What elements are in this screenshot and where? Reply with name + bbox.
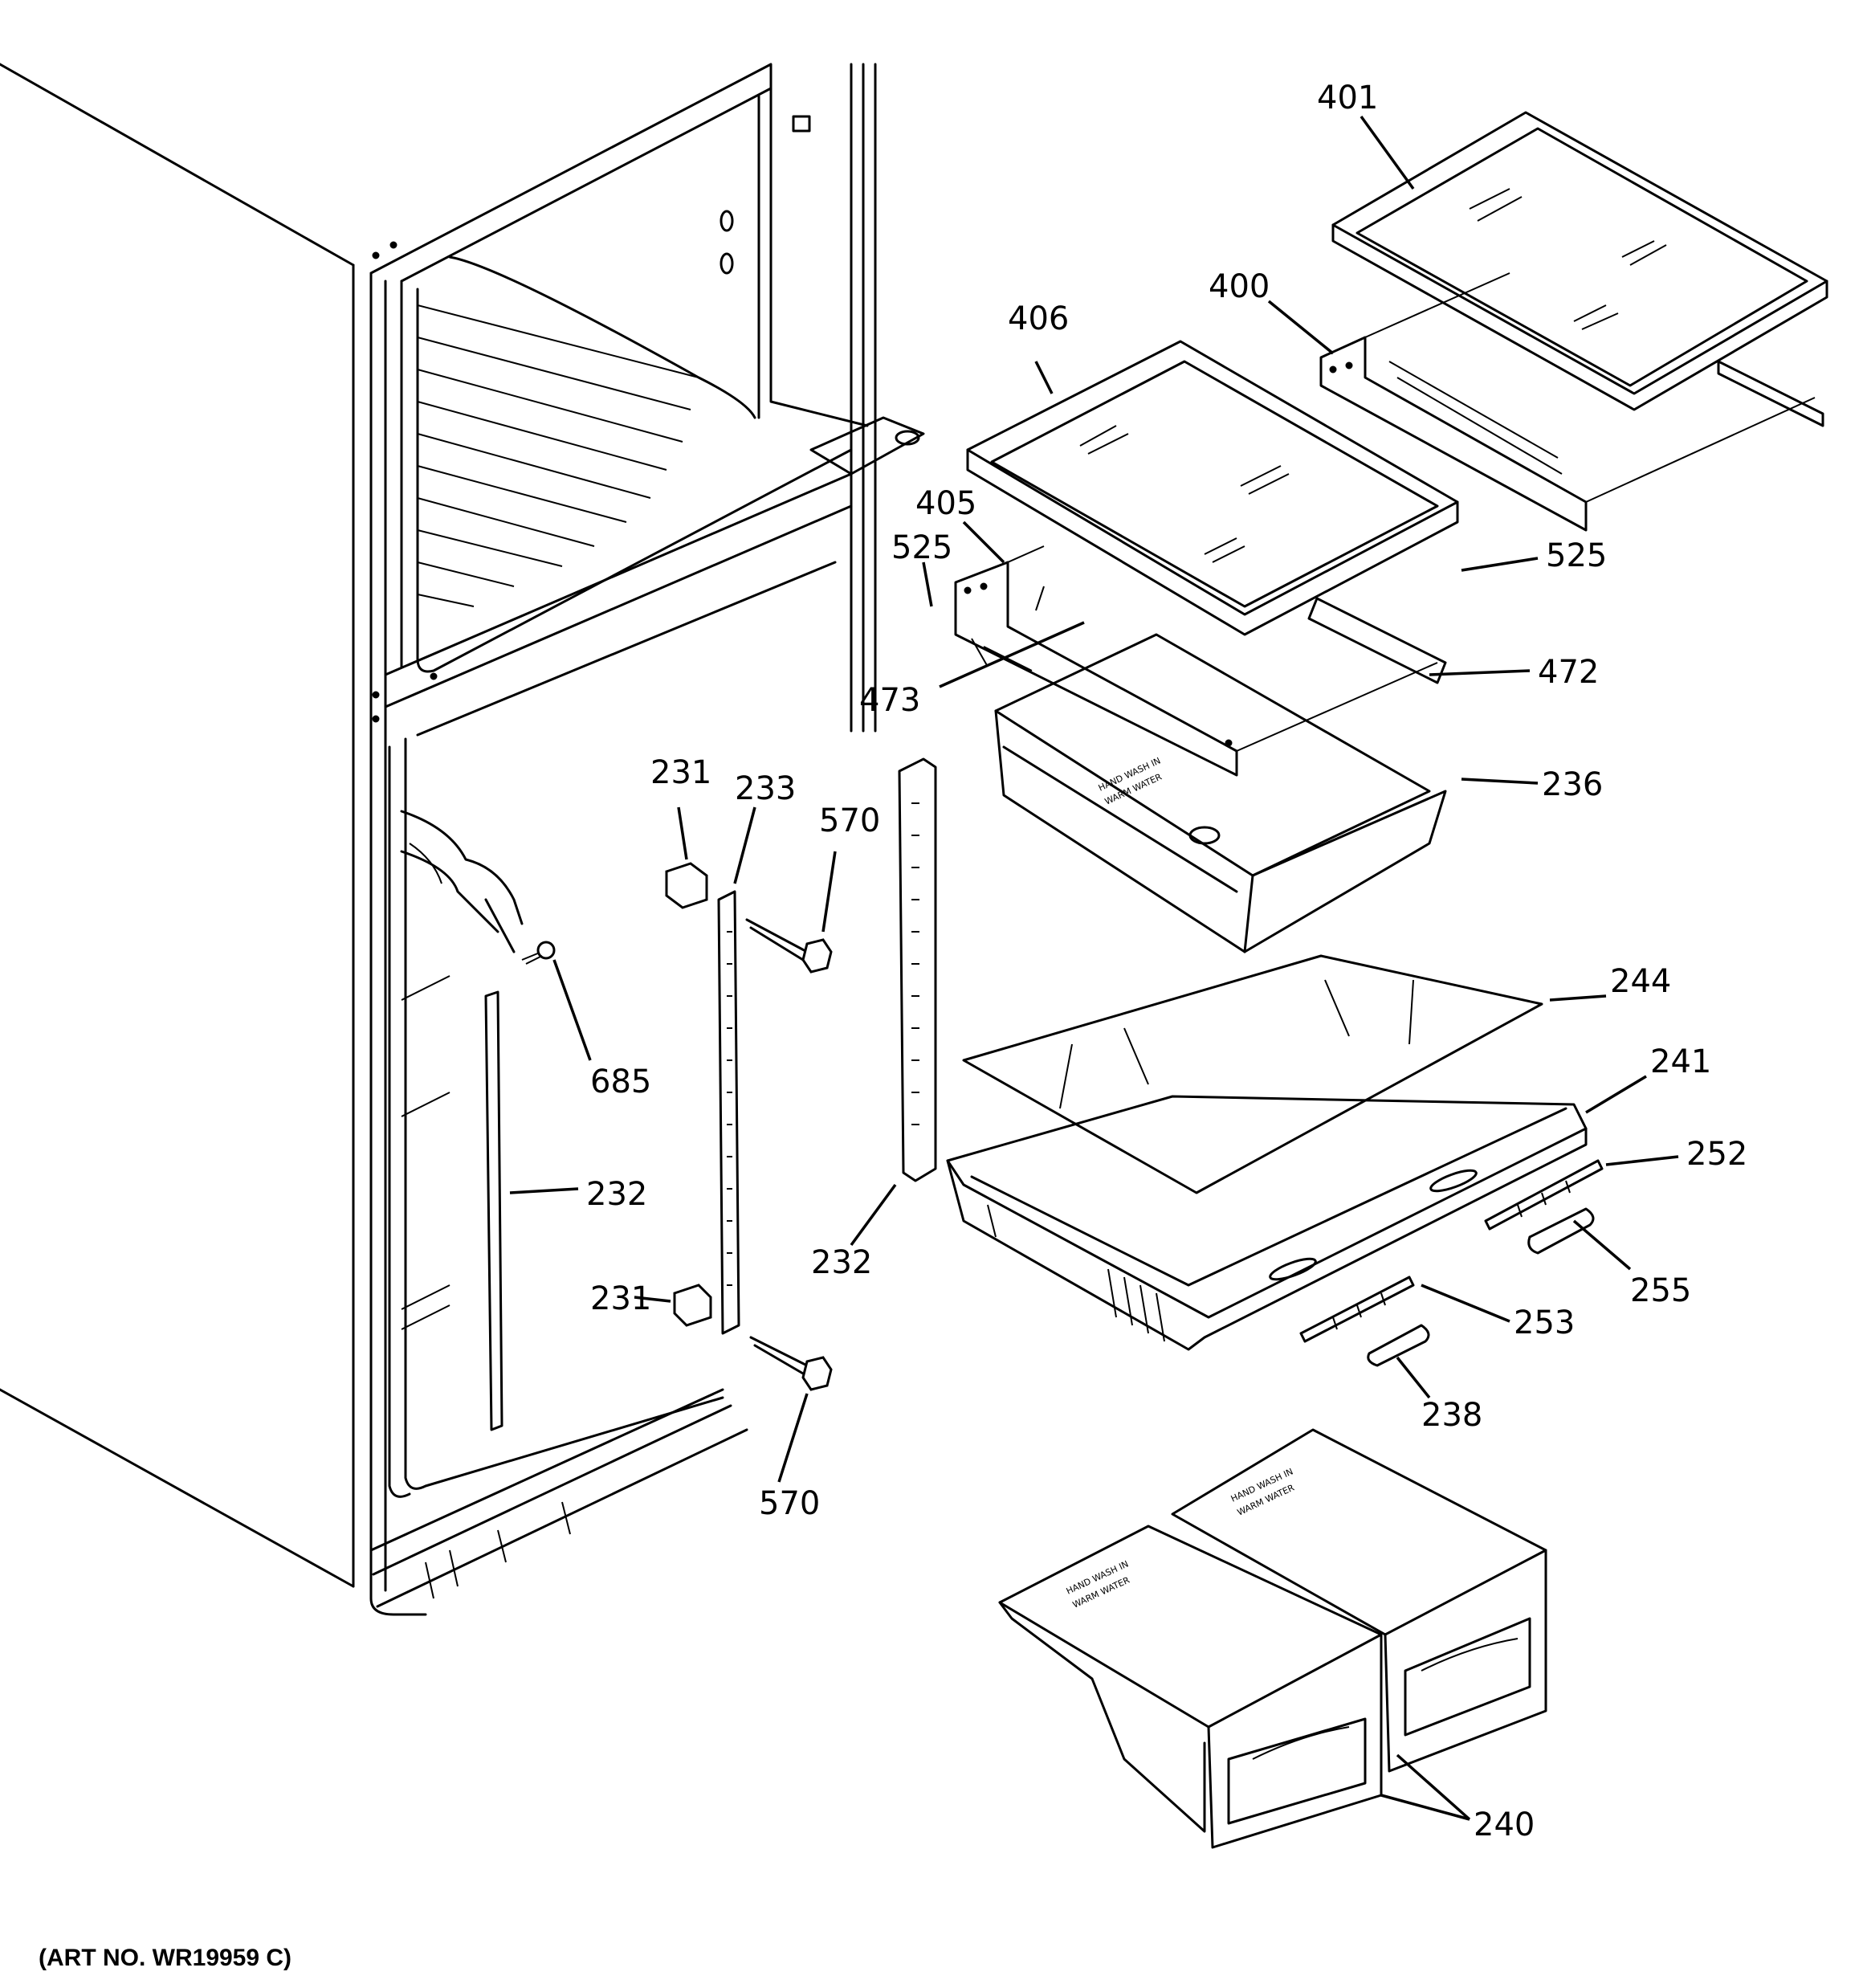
label-252: 252: [1686, 1136, 1747, 1173]
label-244: 244: [1610, 963, 1671, 1000]
label-473: 473: [859, 682, 920, 719]
screw-685: [521, 941, 556, 965]
rail-253: [1299, 1276, 1415, 1343]
screw-570-top: [745, 918, 833, 974]
label-238: 238: [1421, 1397, 1482, 1434]
rail-233: [717, 890, 740, 1335]
refrigerator-cabinet: [0, 63, 925, 1616]
art-number: (ART NO. WR19959 C): [39, 1945, 291, 1971]
roller-238: [1367, 1324, 1430, 1367]
roller-255: [1527, 1207, 1595, 1255]
shelf-401: [1331, 111, 1828, 411]
label-255: 255: [1630, 1272, 1691, 1309]
rail-252: [1484, 1159, 1604, 1231]
shelf-frame-405: [954, 545, 1447, 777]
label-405: 405: [915, 485, 976, 522]
label-525-right: 525: [1546, 537, 1607, 574]
deli-pan-236: HAND WASH IN WARM WATER: [994, 633, 1447, 953]
label-570-bottom: 570: [759, 1485, 820, 1522]
rail-232-left: [484, 990, 503, 1431]
part-labels: 401 400 406 405 525 525 472 473 236 231 …: [586, 80, 1747, 1843]
screw-570-bottom: [749, 1336, 833, 1391]
label-525-left: 525: [891, 529, 952, 566]
label-253: 253: [1514, 1304, 1575, 1341]
label-400: 400: [1209, 268, 1270, 305]
leader-lines: [509, 115, 1679, 1821]
label-236: 236: [1542, 766, 1603, 803]
shelf-frame-400: [1319, 272, 1824, 532]
label-232-right: 232: [811, 1244, 872, 1281]
label-241: 241: [1650, 1043, 1711, 1080]
shelf-406: [966, 340, 1459, 636]
label-233: 233: [735, 770, 796, 807]
label-406: 406: [1008, 300, 1069, 337]
crisper-frame-241: [946, 979, 1588, 1351]
label-472: 472: [1538, 654, 1599, 691]
label-232-left: 232: [586, 1176, 647, 1213]
label-231-bottom: 231: [590, 1280, 651, 1317]
crisper-bins-240: HAND WASH IN WARM WATER HAND WASH IN WAR…: [998, 1428, 1547, 1849]
label-685: 685: [590, 1063, 651, 1100]
glass-cover-244: [962, 954, 1543, 1194]
label-231-top: 231: [650, 754, 711, 791]
label-240: 240: [1474, 1806, 1535, 1843]
label-401: 401: [1317, 80, 1378, 116]
rail-232-right: [898, 757, 937, 1182]
clip-231-top: [665, 862, 708, 909]
clip-231-bottom: [673, 1284, 712, 1327]
label-570-top: 570: [819, 802, 880, 839]
